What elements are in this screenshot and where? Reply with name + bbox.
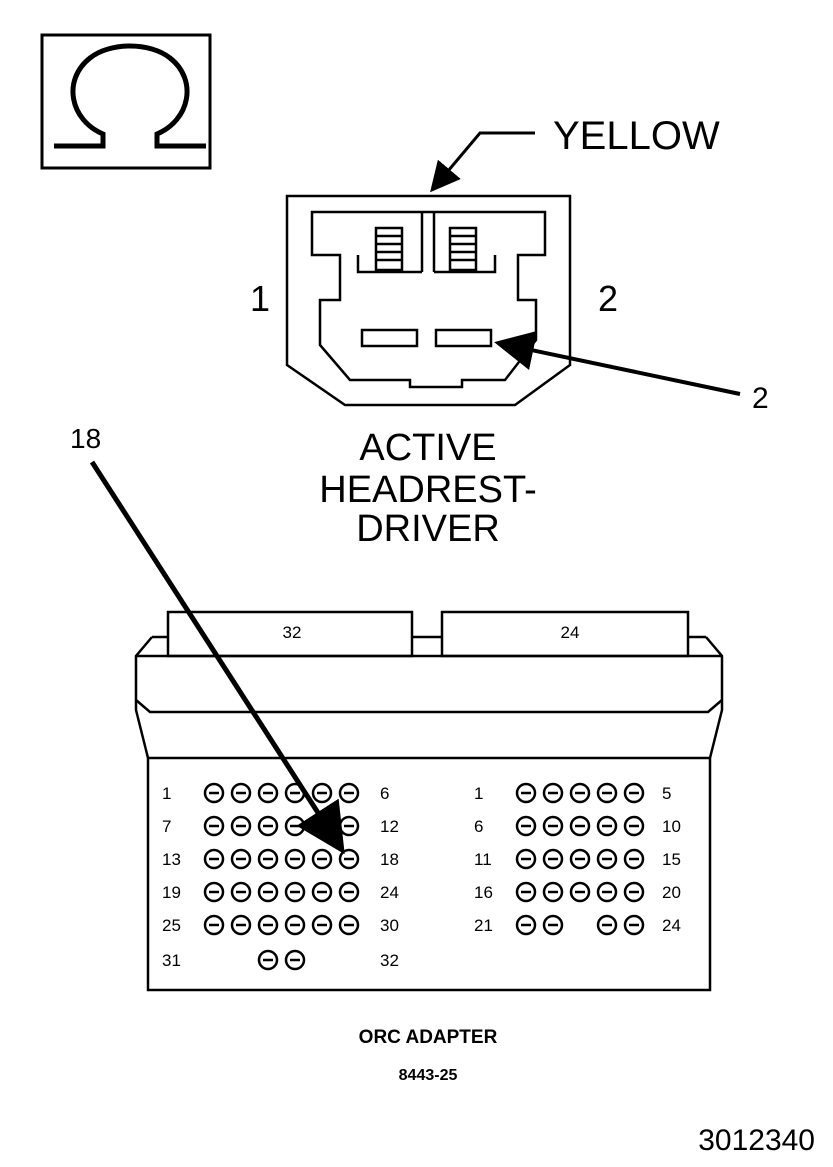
pin-row-label: 25: [162, 916, 181, 935]
pin-row-label: 32: [380, 951, 399, 970]
pin-18-callout-arrow: [89, 460, 345, 855]
connector-pin-1-label: 1: [250, 278, 270, 319]
adapter-name: ORC ADAPTER: [359, 1027, 498, 1048]
ohm-symbol-icon: [40, 33, 212, 170]
adapter-part-number: 8443-25: [399, 1067, 458, 1084]
connector-title-line-3: DRIVER: [356, 508, 500, 550]
pin-row-label: 24: [662, 916, 681, 935]
pin-row-label: 21: [474, 916, 493, 935]
connector-pin-2-label: 2: [598, 278, 618, 319]
pin-2-callout-arrow: [494, 330, 741, 396]
headrest-connector: [285, 194, 572, 407]
orc-adapter: [134, 610, 724, 992]
figure-number: 3012340: [698, 1124, 815, 1157]
pin-row-label: 10: [662, 817, 681, 836]
pin-row-label: 30: [380, 916, 399, 935]
pin-row-label: 24: [380, 883, 399, 902]
left-pin-block: [203, 782, 360, 971]
pin-row-label: 13: [162, 850, 181, 869]
pin-2-callout-label: 2: [752, 382, 769, 415]
yellow-callout-arrow: [430, 131, 535, 193]
adapter-right-tab-label: 24: [561, 623, 580, 642]
pin-row-label: 5: [662, 784, 671, 803]
pin-row-label: 6: [380, 784, 389, 803]
pin-row-label: 31: [162, 951, 181, 970]
pin-row-label: 15: [662, 850, 681, 869]
pin-row-label: 7: [162, 817, 171, 836]
pin-row-label: 1: [474, 784, 483, 803]
pin-row-label: 16: [474, 883, 493, 902]
connector-title-line-1: ACTIVE: [359, 427, 496, 469]
pin-row-label: 12: [380, 817, 399, 836]
pin-row-label: 19: [162, 883, 181, 902]
pin-row-label: 11: [474, 850, 492, 869]
connector-title-line-2: HEADREST-: [319, 469, 536, 511]
pin-18-callout-label: 18: [70, 423, 101, 454]
pin-row-label: 1: [162, 784, 171, 803]
pin-row-label: 6: [474, 817, 483, 836]
connector-color-label: YELLOW: [553, 114, 720, 158]
pin-row-label: 20: [662, 883, 681, 902]
pin-row-label: 18: [380, 850, 399, 869]
right-pin-block: [515, 782, 645, 936]
adapter-left-tab-label: 32: [283, 623, 302, 642]
